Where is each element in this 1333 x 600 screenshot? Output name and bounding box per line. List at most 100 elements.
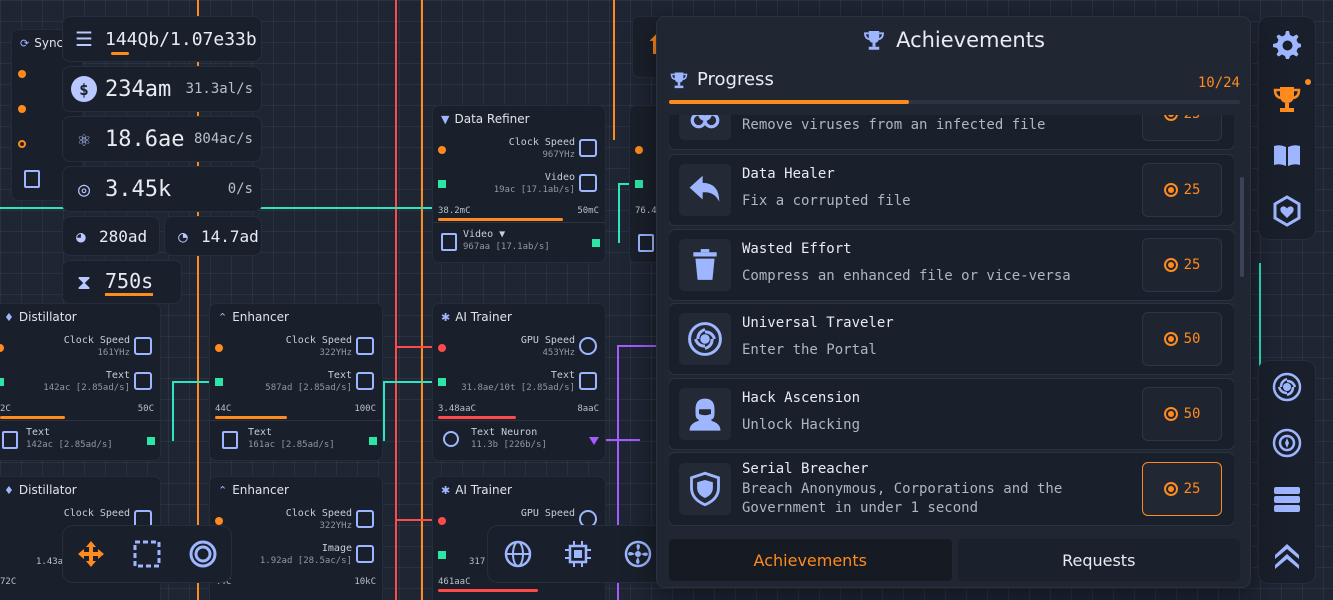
text-value: 1.43a — [36, 557, 64, 567]
input-port[interactable] — [635, 180, 643, 188]
bar-left-label: 44C — [215, 404, 232, 414]
select-tool-button[interactable] — [131, 538, 163, 570]
storage-button[interactable] — [1269, 481, 1305, 517]
input-port[interactable] — [18, 70, 26, 78]
achievement-item[interactable]: Data Healer Fix a corrupted file 25 — [669, 155, 1234, 225]
purple-wire — [600, 439, 640, 441]
codex-button[interactable] — [1269, 137, 1305, 173]
achievements-panel: Achievements Progress 10/24 Remove virus… — [657, 17, 1250, 587]
settings-button[interactable] — [1269, 27, 1305, 63]
coin-icon — [1163, 183, 1178, 197]
progress-count: 10/24 — [1197, 75, 1240, 91]
gpu-button[interactable] — [622, 538, 654, 570]
distill-icon: ♦ — [4, 483, 14, 497]
third-resource: ◎ 3.45k 0/s — [63, 167, 261, 211]
achievement-reward[interactable]: 50 — [1142, 312, 1222, 366]
coin-icon — [1163, 258, 1178, 272]
input-port[interactable] — [438, 344, 446, 352]
achievement-item[interactable]: Serial Breacher Breach Anonymous, Corpor… — [669, 453, 1234, 525]
shield-icon — [679, 463, 731, 515]
achievement-description: Fix a corrupted file — [742, 193, 911, 209]
input-port[interactable] — [215, 378, 223, 386]
input-port[interactable] — [18, 140, 26, 148]
achievement-reward[interactable]: 25 — [1142, 462, 1222, 516]
achievement-reward[interactable]: 25 — [1142, 238, 1222, 292]
server-icon — [1274, 487, 1300, 512]
chevrons-up-icon — [1275, 544, 1299, 569]
circle-tool-button[interactable] — [187, 538, 219, 570]
input-port[interactable] — [438, 146, 446, 154]
input-port[interactable] — [438, 517, 446, 525]
biohazard-icon — [679, 115, 731, 140]
security-button[interactable] — [1269, 193, 1305, 229]
input-port[interactable] — [18, 105, 26, 113]
achievement-item[interactable]: Remove viruses from an infected file 25 — [669, 115, 1234, 149]
globe-icon — [504, 540, 532, 568]
achievement-item[interactable]: Wasted Effort Compress an enhanced file … — [669, 230, 1234, 300]
input-port[interactable] — [635, 146, 643, 154]
book-icon — [1274, 145, 1300, 166]
cpu-button[interactable] — [562, 538, 594, 570]
scrollbar[interactable] — [1240, 177, 1244, 277]
input-port[interactable] — [438, 551, 446, 559]
pie-value: 280ad — [99, 226, 148, 246]
chip-icon — [24, 170, 40, 188]
tab-achievements[interactable]: Achievements — [669, 539, 952, 581]
network-button[interactable] — [502, 538, 534, 570]
third-rate: 0/s — [227, 181, 253, 197]
bar-right-label: 8aaC — [577, 404, 599, 414]
achievement-item[interactable]: Hack Ascension Unlock Hacking 50 — [669, 379, 1234, 449]
achievement-reward[interactable]: 25 — [1142, 115, 1222, 141]
coin-icon — [1163, 482, 1178, 496]
input-port[interactable] — [438, 180, 446, 188]
achievement-reward[interactable]: 25 — [1142, 163, 1222, 217]
research-value: 18.6ae — [105, 126, 185, 152]
target-icon: ◎ — [77, 177, 91, 201]
tab-requests[interactable]: Requests — [957, 539, 1240, 581]
upgrade-button[interactable] — [1269, 537, 1305, 573]
output-port[interactable] — [147, 437, 155, 445]
achievement-description: Unlock Hacking — [742, 417, 861, 433]
shield-heart-icon — [1273, 195, 1301, 227]
output-port[interactable] — [589, 437, 599, 445]
clock-resource: ◔ 14.7ad — [165, 217, 261, 255]
document-icon — [134, 372, 152, 390]
chip-icon — [565, 541, 591, 567]
achievement-description: Enter the Portal — [742, 342, 877, 358]
achievement-item[interactable]: Universal Traveler Enter the Portal 50 — [669, 304, 1234, 374]
trophy-icon — [1273, 87, 1301, 112]
move-tool-button[interactable] — [75, 538, 107, 570]
chip-icon — [134, 337, 152, 355]
chevrons-up-icon: ⌃ — [218, 483, 228, 497]
orange-wire — [421, 0, 423, 600]
input-port[interactable] — [0, 344, 4, 352]
main-menu-sidebar — [1259, 17, 1315, 239]
achievement-reward[interactable]: 50 — [1142, 387, 1222, 441]
cyan-wire — [618, 183, 638, 185]
bar-right-label: 100C — [354, 404, 376, 414]
output-port[interactable] — [369, 437, 377, 445]
node-title: ♦Distillator — [4, 310, 77, 324]
sync-node-title: ⟳Sync — [20, 36, 64, 50]
target-button[interactable] — [1269, 425, 1305, 461]
input-port[interactable] — [0, 378, 4, 386]
input-port[interactable] — [438, 378, 446, 386]
cyan-wire — [172, 381, 222, 383]
coin-icon — [1163, 407, 1178, 421]
input-port[interactable] — [215, 344, 223, 352]
achievement-list[interactable]: Remove viruses from an infected file 25 … — [669, 115, 1234, 535]
temperature-bar — [215, 416, 287, 419]
chip-icon — [356, 510, 374, 528]
input-port[interactable] — [215, 517, 223, 525]
portal-button[interactable] — [1269, 369, 1305, 405]
distill-icon: ♦ — [4, 310, 14, 324]
achievements-button[interactable] — [1269, 79, 1311, 117]
output-port[interactable] — [592, 239, 600, 247]
